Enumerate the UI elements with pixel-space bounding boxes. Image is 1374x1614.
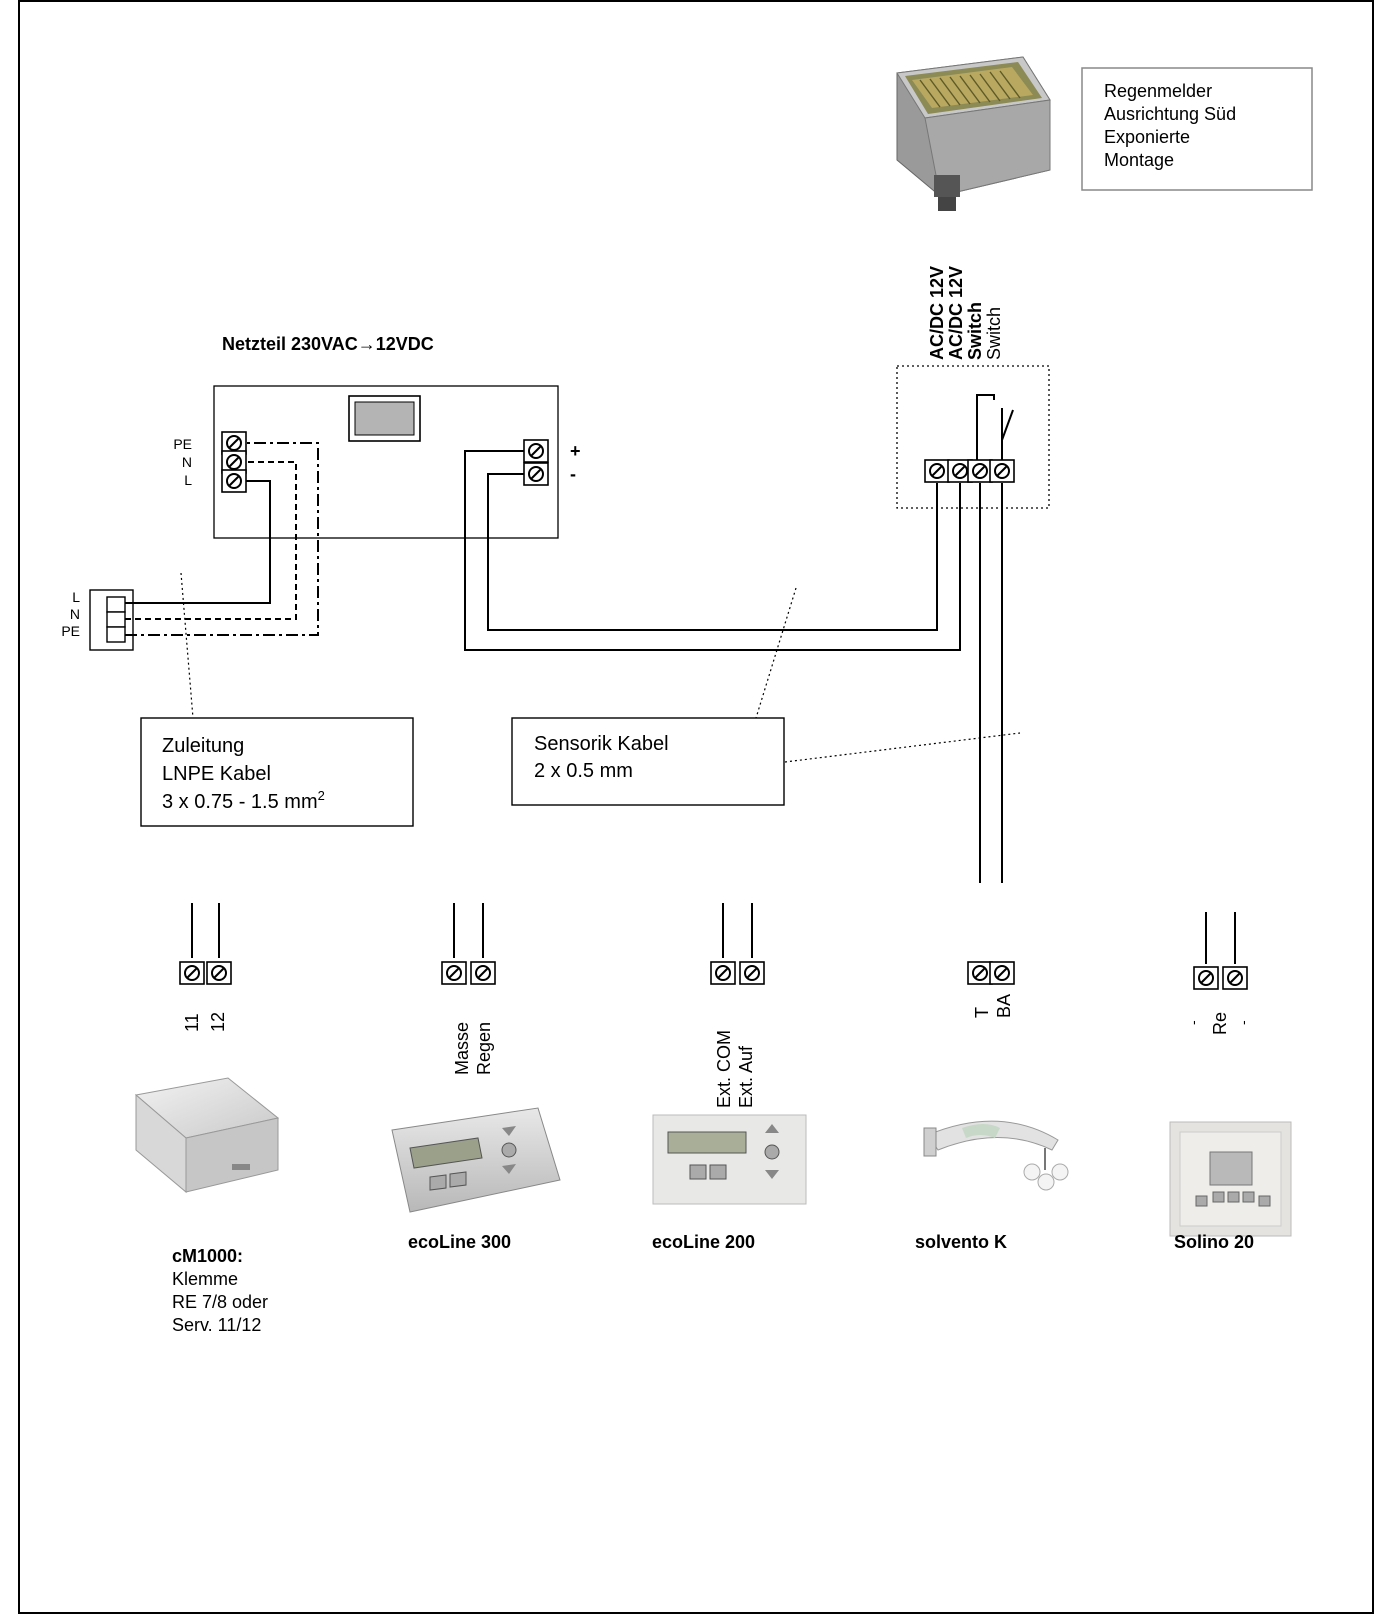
ecoline300-terminal-2: Regen bbox=[474, 1022, 494, 1075]
cm1000-detail-2: RE 7/8 oder bbox=[172, 1292, 268, 1312]
rain-sensor-line-3: Exponierte bbox=[1104, 127, 1190, 147]
rain-sensor-line-1: Regenmelder bbox=[1104, 81, 1212, 101]
sensor-terminal-label-2: AC/DC 12V bbox=[946, 266, 966, 360]
ecoline300-name: ecoLine 300 bbox=[408, 1232, 511, 1252]
solvento-terminal-1: T bbox=[972, 1007, 992, 1018]
device-solvento-k: T BA solvento K bbox=[915, 961, 1069, 1252]
mains-label-l: L bbox=[72, 589, 80, 605]
sensor-terminal-label-4: Switch bbox=[984, 307, 1004, 360]
screw-terminal-icon bbox=[989, 459, 1015, 483]
sensor-cable-box: Sensorik Kabel 2 x 0.5 mm bbox=[511, 717, 785, 806]
sensor-cable-line-1: Sensorik Kabel bbox=[534, 733, 669, 755]
solino-photo bbox=[1169, 1121, 1292, 1237]
screw-terminal-icon bbox=[967, 961, 993, 985]
supply-cable-line-1: Zuleitung bbox=[162, 735, 244, 757]
mains-label-n: N bbox=[70, 606, 80, 622]
screw-terminal-icon bbox=[924, 459, 950, 483]
solino-terminal-2: Re bbox=[1210, 1012, 1230, 1035]
ecoline300-photo bbox=[391, 1107, 561, 1213]
screw-terminal-icon bbox=[1222, 966, 1248, 990]
psu-output-plus: + bbox=[570, 441, 581, 461]
screw-terminal-icon bbox=[1193, 966, 1219, 990]
device-cm1000: 11 12 cM1000: Klemme RE 7/8 oder Serv. 1… bbox=[134, 903, 280, 1335]
solvento-name: solvento K bbox=[915, 1232, 1007, 1252]
screw-terminal-icon bbox=[221, 469, 247, 493]
power-supply-title: Netzteil 230VAC→12VDC bbox=[222, 334, 434, 354]
supply-cable-line-3: 3 x 0.75 - 1.5 mm2 bbox=[162, 788, 325, 813]
psu-input-label-l: L bbox=[184, 472, 192, 488]
screw-terminal-icon bbox=[179, 961, 205, 985]
psu-output-minus: - bbox=[570, 464, 576, 484]
screw-terminal-icon bbox=[989, 961, 1015, 985]
page-border bbox=[18, 0, 1374, 1614]
device-solino-20: - Re - Solino 20 bbox=[1169, 912, 1292, 1252]
sensor-terminal-label-1: AC/DC 12V bbox=[927, 266, 947, 360]
psu-input-label-n: N bbox=[182, 454, 192, 470]
solvento-photo bbox=[923, 1120, 1069, 1191]
mains-wires bbox=[125, 442, 319, 636]
sensor-terminal-label-3: Switch bbox=[965, 302, 985, 360]
solino-name: Solino 20 bbox=[1174, 1232, 1254, 1252]
callout-leaders bbox=[180, 572, 1021, 763]
mains-label-pe: PE bbox=[61, 623, 80, 639]
screw-terminal-icon bbox=[523, 439, 549, 463]
screw-terminal-icon bbox=[523, 462, 549, 486]
ecoline200-name: ecoLine 200 bbox=[652, 1232, 755, 1252]
sensor-cable-line-2: 2 x 0.5 mm bbox=[534, 760, 633, 782]
cm1000-detail-3: Serv. 11/12 bbox=[172, 1315, 261, 1335]
sensor-supply-wires bbox=[464, 450, 1003, 883]
cm1000-photo bbox=[134, 1077, 280, 1194]
ecoline200-photo bbox=[652, 1114, 807, 1205]
solvento-terminal-2: BA bbox=[994, 994, 1014, 1018]
power-supply-display bbox=[348, 395, 421, 442]
ecoline300-terminal-1: Masse bbox=[452, 1022, 472, 1075]
solino-terminal-1: - bbox=[1185, 1020, 1201, 1025]
cm1000-terminal-1: 11 bbox=[182, 1013, 202, 1032]
device-ecoline-300: Masse Regen ecoLine 300 bbox=[391, 903, 561, 1252]
cm1000-name: cM1000: bbox=[172, 1246, 243, 1266]
supply-cable-line-2: LNPE Kabel bbox=[162, 763, 271, 785]
rain-sensor-line-4: Montage bbox=[1104, 150, 1174, 170]
cm1000-detail-1: Klemme bbox=[172, 1269, 238, 1289]
screw-terminal-icon bbox=[967, 459, 993, 483]
ecoline200-terminal-1: Ext. COM bbox=[714, 1030, 734, 1108]
psu-input-label-pe: PE bbox=[173, 436, 192, 452]
screw-terminal-icon bbox=[470, 961, 496, 985]
screw-terminal-icon bbox=[441, 961, 467, 985]
rain-sensor-info-box: Regenmelder Ausrichtung Süd Exponierte M… bbox=[1081, 67, 1313, 191]
screw-terminal-icon bbox=[206, 961, 232, 985]
solino-terminal-3: - bbox=[1235, 1020, 1251, 1025]
device-ecoline-200: Ext. COM Ext. Auf ecoLine 200 bbox=[652, 903, 807, 1252]
cm1000-terminal-2: 12 bbox=[208, 1012, 228, 1032]
screw-terminal-icon bbox=[710, 961, 736, 985]
screw-terminal-icon bbox=[739, 961, 765, 985]
ecoline200-terminal-2: Ext. Auf bbox=[736, 1045, 756, 1108]
rain-sensor-terminal-enclosure bbox=[896, 365, 1050, 509]
supply-cable-box: Zuleitung LNPE Kabel 3 x 0.75 - 1.5 mm2 bbox=[140, 717, 414, 827]
rain-sensor-icon bbox=[896, 56, 1051, 211]
rain-sensor-line-2: Ausrichtung Süd bbox=[1104, 104, 1236, 124]
rain-sensor-switch bbox=[976, 394, 1014, 464]
